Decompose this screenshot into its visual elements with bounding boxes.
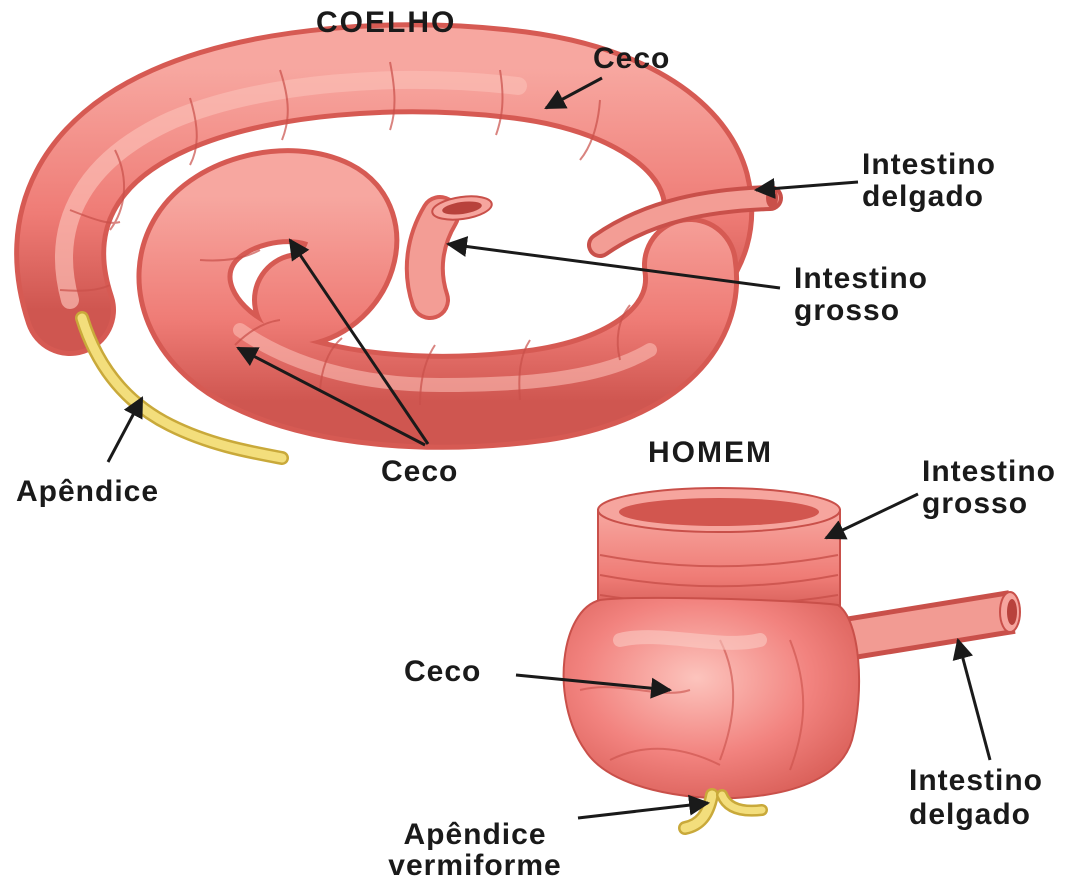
label-rabbit-ceco-bottom: Ceco <box>381 455 458 489</box>
rabbit-intestine-illustration <box>60 62 778 458</box>
label-human-apendice-line1: Apêndice <box>360 818 590 852</box>
arrow-human-apendice <box>578 803 708 818</box>
label-human-intestino-grosso-line1: Intestino <box>922 455 1056 489</box>
arrow-human-intestino-delgado <box>958 640 990 760</box>
label-rabbit-apendice: Apêndice <box>16 475 159 509</box>
label-rabbit-intestino-delgado-line1: Intestino <box>862 148 996 182</box>
label-human-intestino-delgado-line2: delgado <box>909 798 1031 832</box>
human-appendix <box>685 795 762 828</box>
arrow-rabbit-apendice <box>108 398 142 462</box>
label-rabbit-intestino-grosso-line2: grosso <box>794 294 900 328</box>
label-human-ceco: Ceco <box>404 655 481 689</box>
label-human-intestino-delgado-line1: Intestino <box>909 764 1043 798</box>
label-human-apendice-line2: vermiforme <box>350 849 600 883</box>
human-cecum <box>564 598 859 798</box>
rabbit-title: COELHO <box>316 6 456 40</box>
label-human-intestino-grosso-line2: grosso <box>922 487 1028 521</box>
label-rabbit-intestino-grosso-line1: Intestino <box>794 262 928 296</box>
label-rabbit-intestino-delgado-line2: delgado <box>862 180 984 214</box>
label-rabbit-ceco-top: Ceco <box>593 42 670 76</box>
human-title: HOMEM <box>648 436 773 470</box>
